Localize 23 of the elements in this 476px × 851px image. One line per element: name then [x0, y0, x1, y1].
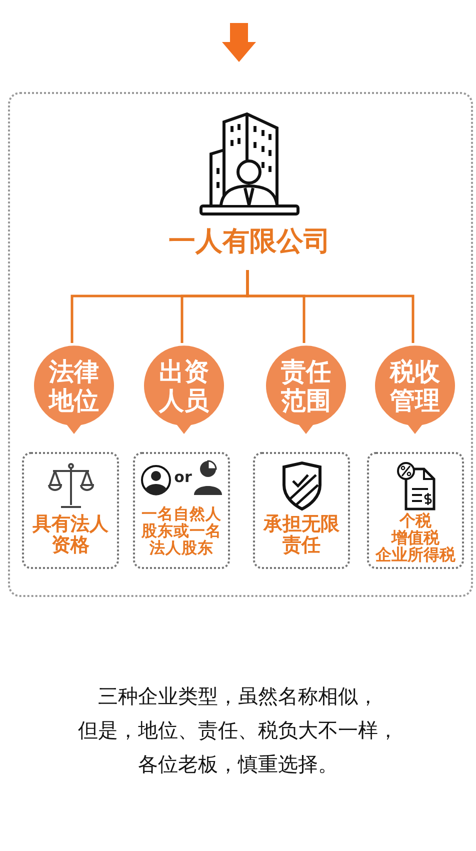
- speech-bubble: [34, 345, 114, 435]
- connector-line: [246, 270, 414, 343]
- bubble-label: 法律地位: [48, 357, 100, 415]
- info-card: [22, 452, 119, 569]
- bubble-label: 税收管理: [389, 357, 441, 415]
- dotted-panel: [8, 92, 473, 597]
- card-text: 具有法人资格: [32, 514, 110, 556]
- speech-bubble: [266, 345, 346, 435]
- info-card: [367, 452, 464, 569]
- card-text: 一名自然人股东或一名法人股东: [140, 506, 222, 557]
- card-text: 个税: [399, 512, 432, 530]
- info-card: [253, 452, 350, 569]
- card-text: 承担无限责任: [262, 514, 340, 556]
- speech-bubble: [144, 345, 224, 435]
- card-text: 增值税: [391, 529, 440, 547]
- bubble-label: 出资人员: [158, 357, 210, 415]
- info-card: [133, 452, 230, 569]
- or-label: or: [174, 468, 192, 486]
- caption-text: 三种企业类型，虽然名称相似，但是，地位、责任、税负大不一样，各位老板，慎重选择。: [77, 683, 399, 778]
- speech-bubble: [375, 345, 455, 435]
- card-text: 企业所得税: [374, 546, 456, 564]
- company-title: 一人有限公司: [168, 226, 332, 258]
- bubble-label: 责任范围: [280, 357, 332, 415]
